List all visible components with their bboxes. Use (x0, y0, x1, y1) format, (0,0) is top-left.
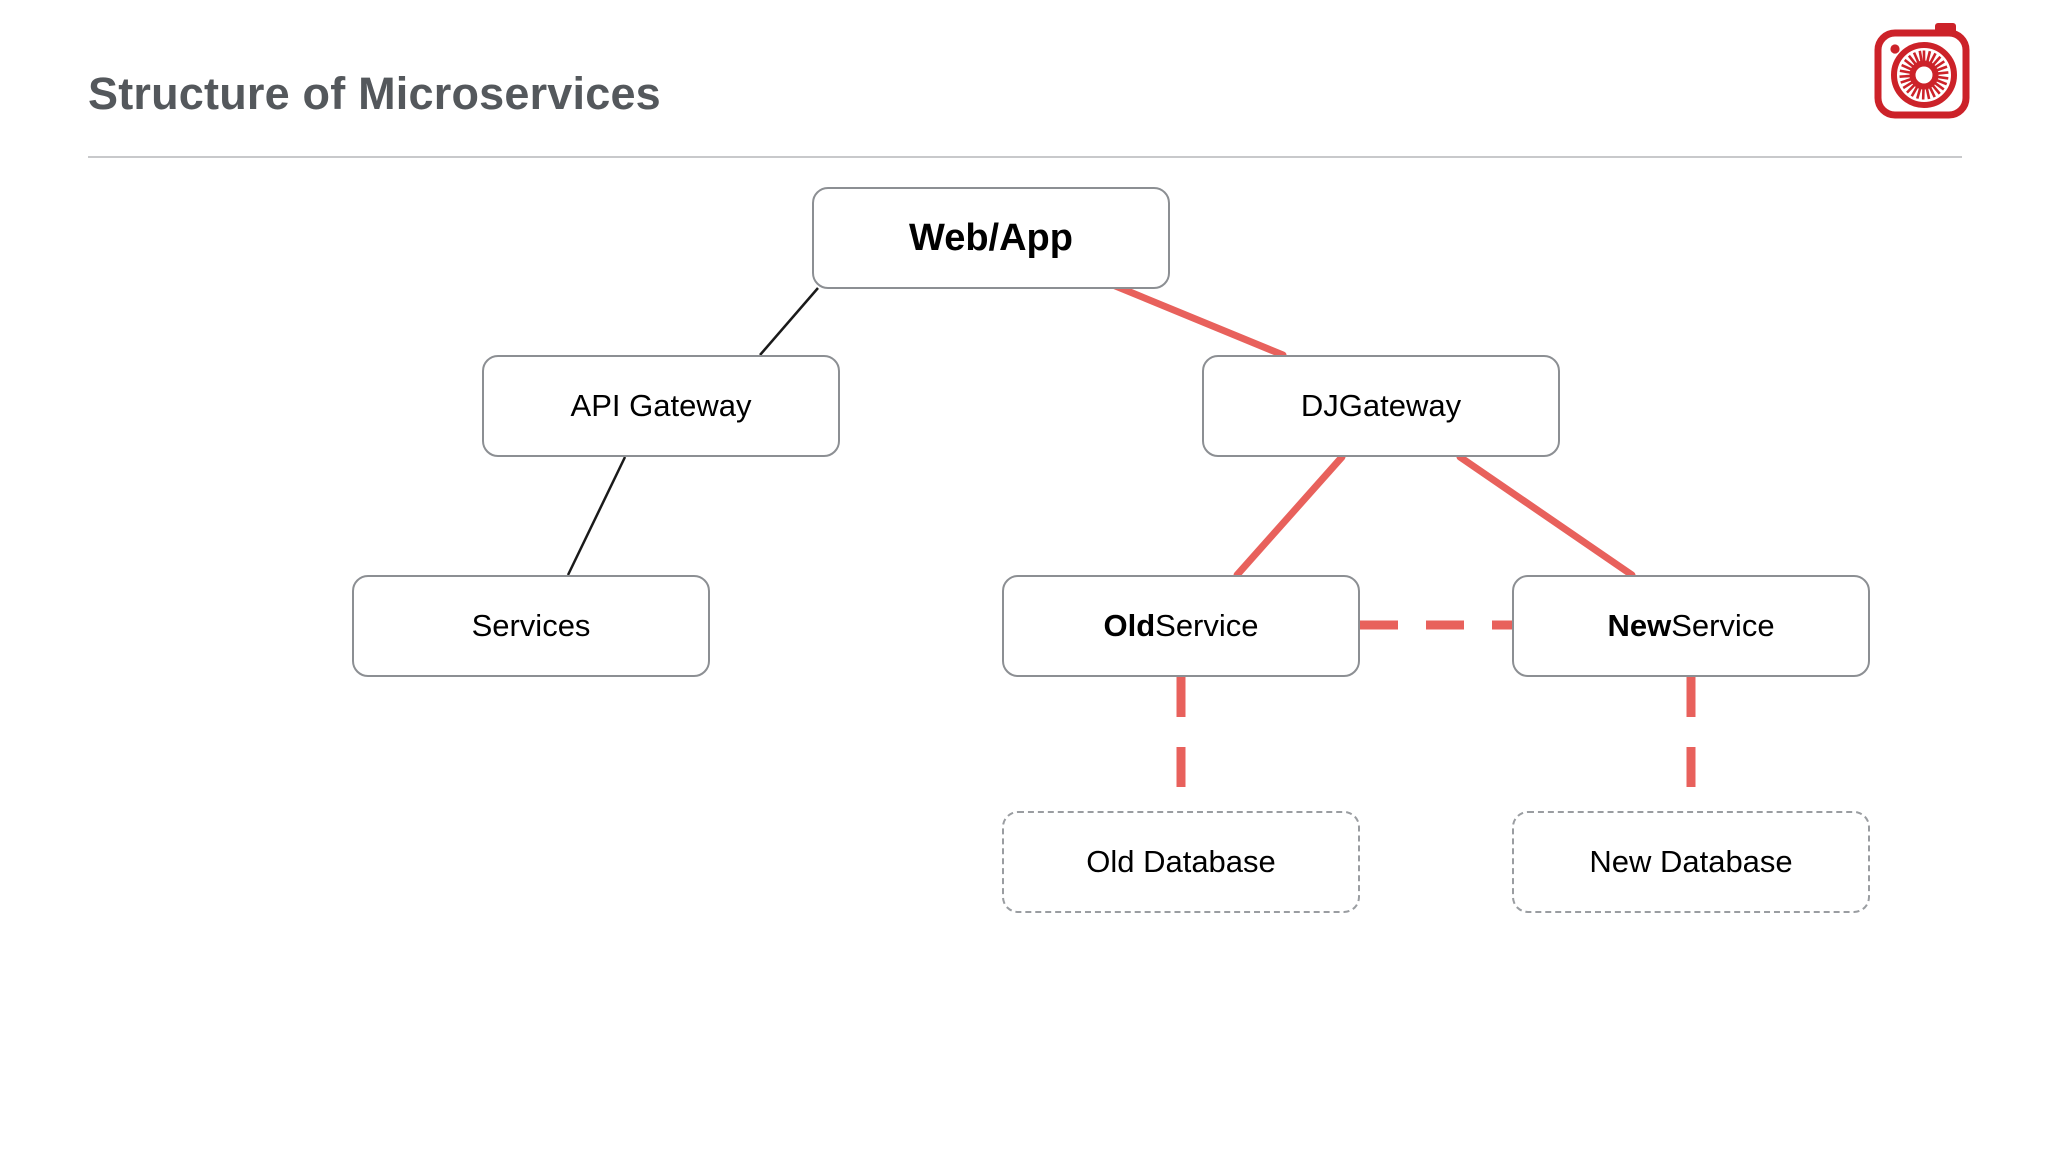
node-old-database-label: Old Database (1086, 844, 1276, 879)
node-new-database[interactable]: New Database (1512, 811, 1870, 913)
edge-webapp-djgw (1109, 281, 1287, 359)
camera-logo (1872, 20, 1972, 120)
node-api-gateway[interactable]: API Gateway (482, 355, 840, 457)
node-services-label: Services (471, 608, 591, 643)
node-djgateway-label: DJGateway (1300, 388, 1462, 423)
node-old-service-label-strong: Old (1103, 608, 1156, 643)
node-new-service-label-strong: New (1607, 608, 1672, 643)
node-new-database-label: New Database (1589, 844, 1793, 879)
node-api-gateway-label: API Gateway (570, 388, 752, 423)
title-divider (88, 156, 1962, 158)
node-webapp[interactable]: Web/App (812, 187, 1170, 289)
node-old-service[interactable]: Old Service (1002, 575, 1360, 677)
node-new-service[interactable]: New Service (1512, 575, 1870, 677)
edge-djgw-newsvc (1456, 453, 1636, 579)
node-webapp-label: Web/App (909, 216, 1073, 259)
node-new-service-label-rest: Service (1671, 608, 1775, 643)
node-old-database[interactable]: Old Database (1002, 811, 1360, 913)
node-services[interactable]: Services (352, 575, 710, 677)
node-old-service-label-rest: Service (1155, 608, 1259, 643)
page-title: Structure of Microservices (88, 68, 661, 119)
edge-webapp-apigw (759, 287, 819, 356)
edge-apigw-services (566, 456, 627, 576)
node-djgateway[interactable]: DJGateway (1202, 355, 1560, 457)
edge-djgw-oldsvc (1233, 453, 1346, 579)
